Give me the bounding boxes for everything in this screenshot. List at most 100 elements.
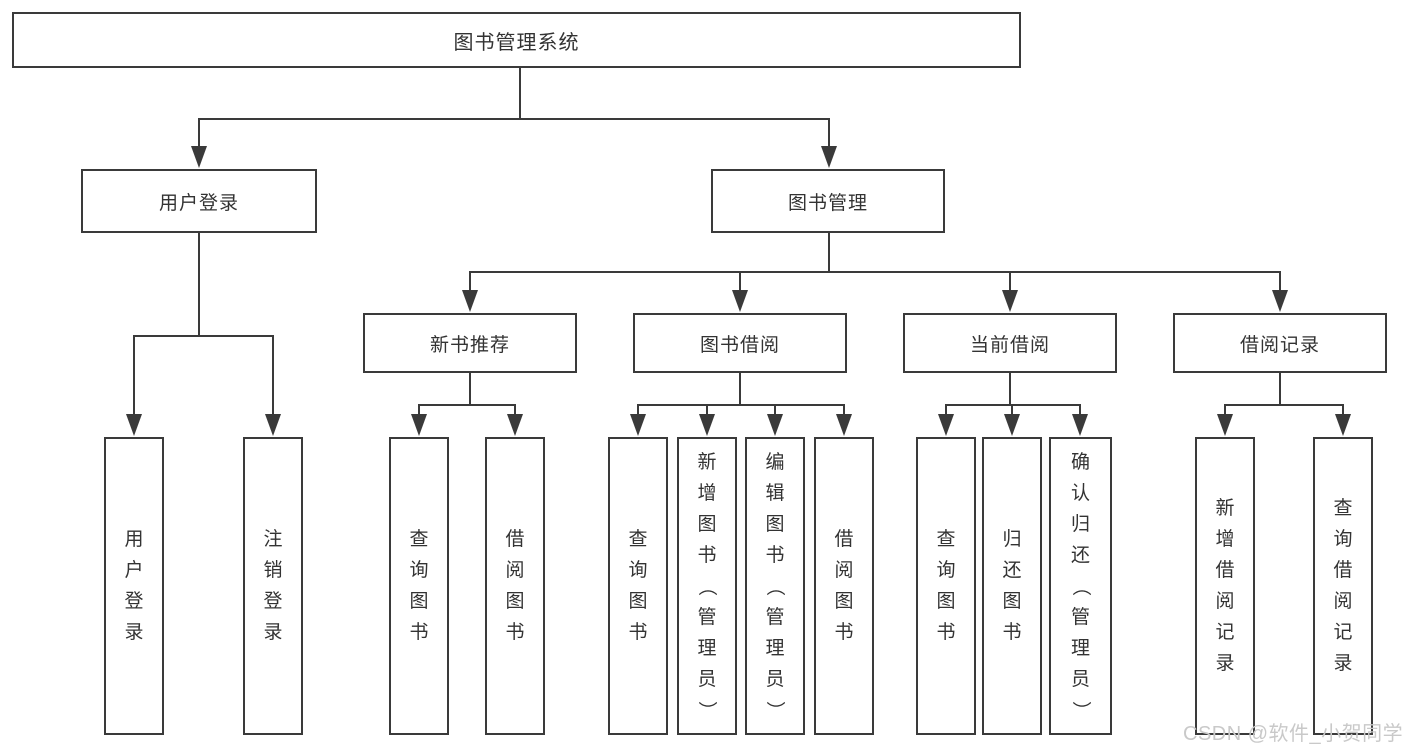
connector-drop-leaf-user-login (133, 335, 135, 414)
leaf-label-char: 员 (697, 668, 717, 690)
arrowhead-user-login (191, 146, 207, 168)
leaf-label-char: 询 (409, 560, 429, 581)
leaf-label-char: 阅 (505, 560, 525, 581)
arrowhead-br-query (1335, 414, 1351, 436)
connector-book-mgmt-trunk (828, 233, 830, 272)
leaf-label-char: 图 (936, 591, 956, 612)
node-current-borrow: 当前借阅 (903, 313, 1117, 373)
node-library-system: 图书管理系统 (12, 12, 1021, 68)
arrowhead-current-borrow (1002, 290, 1018, 312)
connector-drop-bb-add (706, 404, 708, 415)
arrowhead-borrow-records (1272, 290, 1288, 312)
leaf-label-char: （ (1069, 576, 1091, 596)
leaf-label-char: 录 (1215, 653, 1235, 674)
connector-drop-leaf-logout (272, 335, 274, 414)
arrowhead-bb-edit (767, 414, 783, 436)
connector-drop-book-borrow (739, 271, 741, 292)
arrowhead-book-borrow (732, 290, 748, 312)
leaf-label-char: 图 (765, 513, 785, 535)
leaf-label-char: 录 (263, 622, 283, 643)
leaf-label-char: 注 (263, 529, 283, 550)
leaf-label-char: 询 (628, 560, 648, 581)
leaf-bb-query-book: 查询图书 (608, 437, 668, 735)
leaf-label-char: 户 (124, 560, 144, 581)
connector-drop-br-query (1342, 404, 1344, 415)
leaf-label-char: 借 (834, 529, 854, 550)
connector-drop-br-add (1224, 404, 1226, 415)
leaf-cb-return-book: 归还图书 (982, 437, 1042, 735)
leaf-label-char: ） (696, 700, 718, 720)
node-user-login: 用户登录 (81, 169, 317, 233)
connector-drop-cb-return (1011, 404, 1013, 415)
connector-drop-user-login (198, 118, 200, 147)
leaf-label-char: 新 (1215, 498, 1235, 519)
connector-drop-current-borrow (1009, 271, 1011, 292)
connector-root-trunk (519, 68, 521, 119)
connector-current-borrow-hbar (945, 404, 1081, 406)
leaf-label-char: 管 (765, 606, 785, 628)
leaf-label-char: 归 (1070, 513, 1090, 535)
leaf-label-char: 登 (124, 591, 144, 612)
leaf-label-char: 图 (628, 591, 648, 612)
leaf-cb-query-book: 查询图书 (916, 437, 976, 735)
node-book-mgmt: 图书管理 (711, 169, 945, 233)
leaf-label-char: 图 (834, 591, 854, 612)
arrowhead-cb-query (938, 414, 954, 436)
connector-user-login-trunk (198, 233, 200, 336)
leaf-label-char: 记 (1215, 622, 1235, 643)
leaf-label-char: 确 (1070, 451, 1090, 473)
leaf-label-char: 图 (1002, 591, 1022, 612)
leaf-label-char: 书 (936, 622, 956, 643)
leaf-label-char: ） (1069, 700, 1091, 720)
leaf-label-char: 理 (765, 637, 785, 659)
arrowhead-new-book-rec (462, 290, 478, 312)
arrowhead-book-mgmt (821, 146, 837, 168)
arrowhead-leaf-logout (265, 414, 281, 436)
connector-book-borrow-trunk (739, 373, 741, 405)
leaf-label-char: 阅 (834, 560, 854, 581)
connector-book-mgmt-hbar (469, 271, 1281, 273)
leaf-bb-borrow-book: 借阅图书 (814, 437, 874, 735)
leaf-label-char: 询 (936, 560, 956, 581)
node-new-book-rec: 新书推荐 (363, 313, 577, 373)
connector-drop-bb-query (637, 404, 639, 415)
connector-root-hbar (198, 118, 830, 120)
connector-drop-nbr-query (418, 404, 420, 415)
arrowhead-br-add (1217, 414, 1233, 436)
leaf-br-query-record: 查询借阅记录 (1313, 437, 1373, 735)
leaf-logout: 注销登录 (243, 437, 303, 735)
arrowhead-nbr-query (411, 414, 427, 436)
leaf-label-char: 查 (936, 529, 956, 550)
leaf-label-char: 询 (1333, 529, 1353, 550)
leaf-label-char: 图 (697, 513, 717, 535)
arrowhead-bb-add (699, 414, 715, 436)
leaf-label-char: 增 (1215, 529, 1235, 550)
leaf-user-login: 用户登录 (104, 437, 164, 735)
connector-drop-nbr-borrow (514, 404, 516, 415)
leaf-label-char: 新 (697, 451, 717, 473)
leaf-label-char: 录 (124, 622, 144, 643)
connector-drop-cb-query (945, 404, 947, 415)
node-borrow-records: 借阅记录 (1173, 313, 1387, 373)
leaf-bb-add-book-admin: 新增图书（管理员） (677, 437, 737, 735)
connector-drop-bb-edit (774, 404, 776, 415)
leaf-label-char: 编 (765, 451, 785, 473)
node-book-borrow: 图书借阅 (633, 313, 847, 373)
connector-borrow-records-trunk (1279, 373, 1281, 405)
connector-drop-bb-borrow (843, 404, 845, 415)
leaf-nbr-borrow-book: 借阅图书 (485, 437, 545, 735)
leaf-label-char: 员 (1070, 668, 1090, 690)
leaf-bb-edit-book-admin: 编辑图书（管理员） (745, 437, 805, 735)
leaf-label-char: 记 (1333, 622, 1353, 643)
leaf-label-char: 查 (1333, 498, 1353, 519)
leaf-label-char: 图 (505, 591, 525, 612)
leaf-label-char: 理 (1070, 637, 1090, 659)
connector-current-borrow-trunk (1009, 373, 1011, 405)
leaf-label-char: 登 (263, 591, 283, 612)
connector-drop-borrow-records (1279, 271, 1281, 292)
connector-new-book-rec-hbar (418, 404, 516, 406)
connector-drop-book-mgmt (828, 118, 830, 147)
leaf-label-char: 书 (765, 544, 785, 566)
leaf-label-char: 管 (697, 606, 717, 628)
leaf-br-add-record: 新增借阅记录 (1195, 437, 1255, 735)
